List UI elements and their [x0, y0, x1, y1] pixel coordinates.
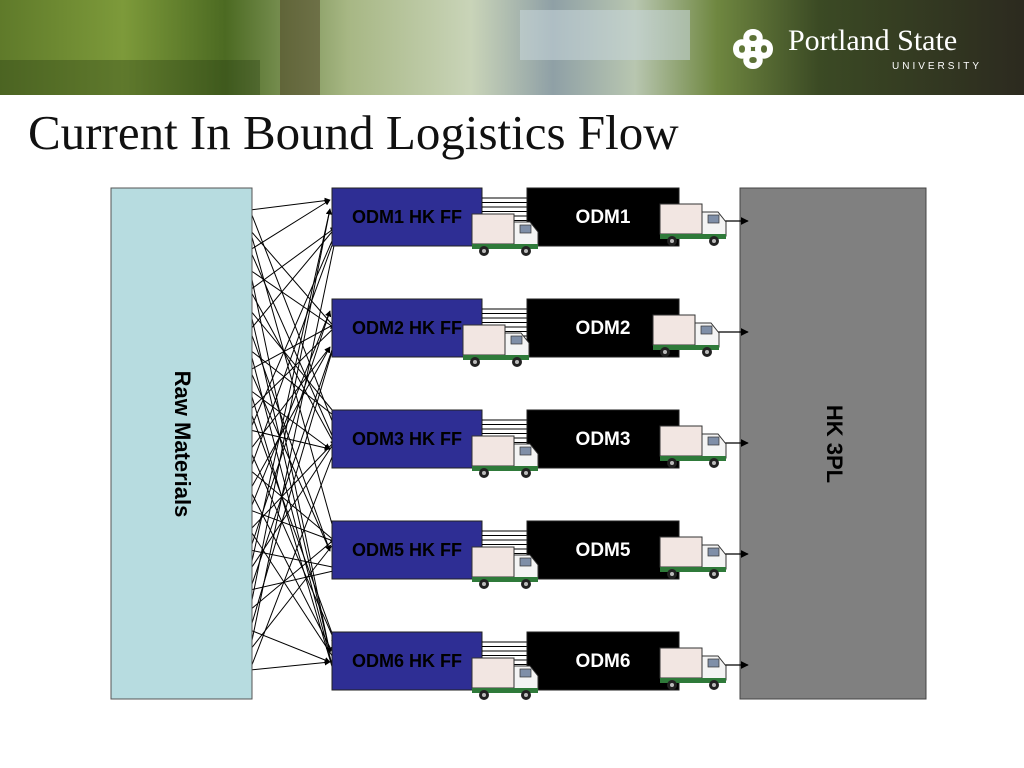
header-banner: Portland State UNIVERSITY — [0, 0, 1024, 95]
odm-label: ODM3 — [576, 429, 631, 450]
material-flow-arrow — [249, 208, 332, 571]
delivery-truck-icon — [659, 203, 727, 246]
slide-title: Current In Bound Logistics Flow — [28, 105, 679, 160]
material-flow-arrow — [249, 289, 343, 459]
material-flow-arrow — [249, 226, 337, 331]
material-flow-arrow — [249, 197, 331, 211]
material-flow-arrow — [249, 659, 331, 671]
delivery-truck-icon — [652, 314, 720, 357]
material-flow-arrow — [249, 199, 331, 251]
raw-materials-to-forwarder-arrows — [249, 197, 344, 681]
material-flow-arrow — [249, 409, 337, 645]
forwarder-box — [331, 187, 483, 247]
delivery-truck-icon — [471, 657, 539, 700]
flow-row: ODM6 HK FF ODM6 — [331, 631, 749, 700]
material-flow-arrow — [249, 567, 343, 591]
material-flow-arrow — [249, 329, 331, 552]
university-subtitle: UNIVERSITY — [892, 61, 983, 72]
flow-row: ODM3 HK FF ODM3 — [331, 409, 749, 478]
material-flow-arrow — [249, 249, 343, 459]
material-flow-arrow — [249, 337, 338, 591]
material-flow-arrow — [249, 532, 343, 611]
psu-knot-icon — [732, 28, 774, 70]
odm-box — [526, 520, 680, 580]
delivery-truck-icon — [659, 425, 727, 468]
forwarder-label: ODM2 HK FF — [352, 318, 462, 338]
material-flow-arrow — [249, 469, 337, 543]
material-flow-arrow — [249, 439, 337, 571]
odm-box — [526, 187, 680, 247]
material-flow-arrow — [249, 549, 343, 571]
delivery-truck-icon — [659, 536, 727, 579]
material-flow-arrow — [249, 346, 331, 491]
material-flow-arrow — [249, 430, 343, 671]
delivery-truck-icon — [659, 647, 727, 690]
material-flow-arrow — [249, 235, 338, 651]
university-name: Portland State — [788, 24, 958, 57]
material-flow-arrow — [249, 309, 343, 423]
banner-photo-area — [0, 60, 260, 95]
forwarder-label: ODM6 HK FF — [352, 651, 462, 671]
material-flow-arrow — [249, 217, 343, 431]
material-flow-arrow — [249, 349, 338, 681]
hk-3pl-box — [739, 187, 927, 700]
delivery-truck-icon — [471, 546, 539, 589]
raw-materials-label: Raw Materials — [170, 371, 195, 518]
material-flow-arrow — [249, 226, 337, 291]
flow-row: ODM5 HK FF ODM5 — [331, 520, 749, 589]
odm-box — [526, 409, 680, 469]
forwarder-box — [331, 298, 483, 358]
delivery-truck-icon — [462, 324, 530, 367]
forwarder-label: ODM5 HK FF — [352, 540, 462, 560]
material-flow-arrow — [249, 217, 343, 471]
delivery-truck-icon — [471, 213, 539, 256]
flow-row: ODM1 HK FF ODM1 — [331, 187, 749, 256]
hk-3pl-label: HK 3PL — [822, 405, 847, 483]
raw-materials-box — [110, 187, 253, 700]
forwarder-label: ODM3 HK FF — [352, 429, 462, 449]
banner-photo-area — [520, 10, 690, 60]
odm-label: ODM5 — [576, 540, 631, 561]
flow-row: ODM2 HK FF ODM2 — [331, 298, 749, 367]
university-logo: Portland State UNIVERSITY — [728, 18, 998, 78]
odm-label: ODM2 — [576, 318, 631, 339]
material-flow-arrow — [249, 429, 331, 451]
odm-box — [526, 631, 680, 691]
odm-label: ODM6 — [576, 651, 631, 672]
forwarder-label: ODM1 HK FF — [352, 207, 462, 227]
banner-photo-area — [280, 0, 320, 95]
material-flow-arrow — [249, 489, 343, 672]
delivery-truck-icon — [471, 435, 539, 478]
material-flow-arrow — [249, 208, 332, 611]
odm-label: ODM1 — [576, 207, 631, 228]
material-flow-arrow — [249, 229, 337, 330]
